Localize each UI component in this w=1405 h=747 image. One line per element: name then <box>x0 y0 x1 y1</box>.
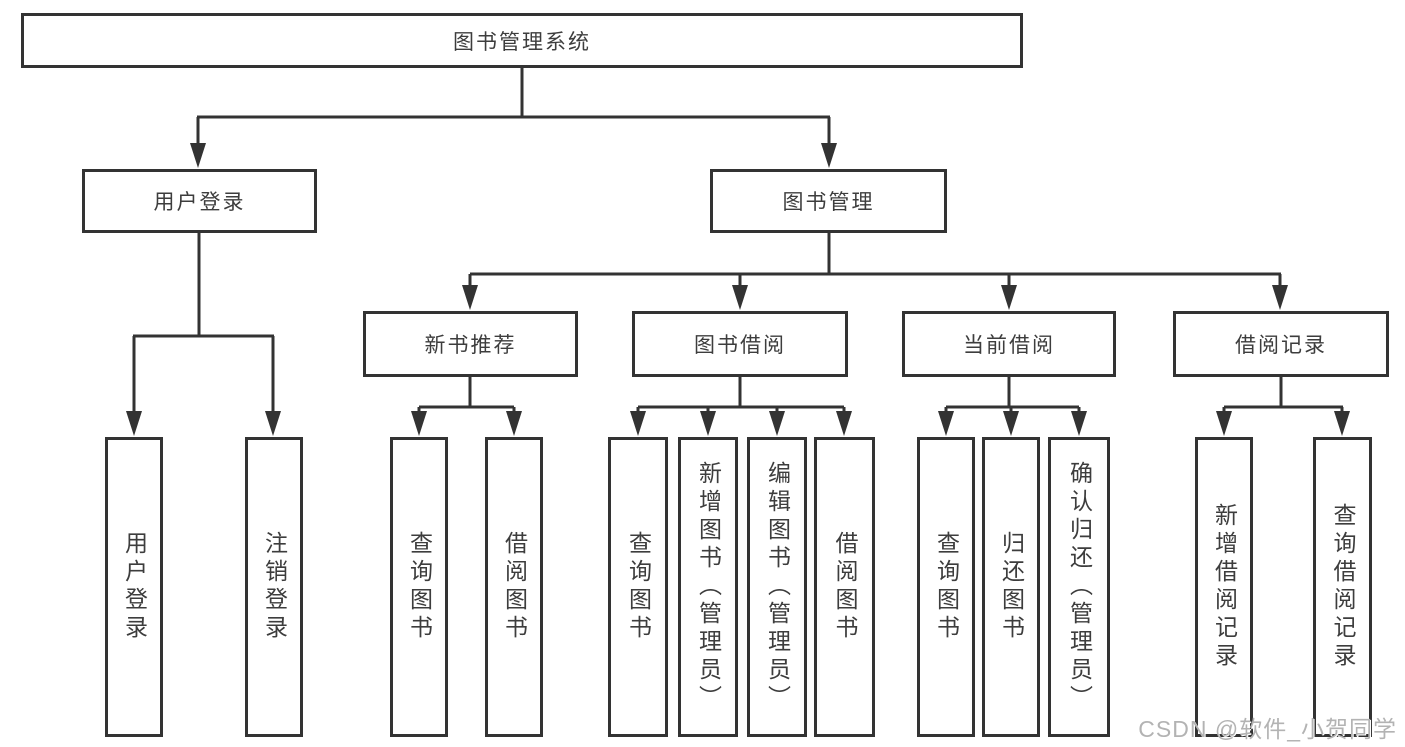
leaf-confirm-return-admin: 确认归还（管理员） <box>1048 437 1110 737</box>
csdn-watermark: CSDN @软件_小贺同学 <box>1138 716 1397 742</box>
leaf-return-books: 归还图书 <box>982 437 1040 737</box>
leaf-current-query-books: 查询图书 <box>917 437 975 737</box>
leaf-edit-books-admin: 编辑图书（管理员） <box>747 437 807 737</box>
leaf-logout: 注销登录 <box>245 437 303 737</box>
node-user-login: 用户登录 <box>82 169 317 233</box>
leaf-borrow-query-books: 查询图书 <box>608 437 668 737</box>
node-book-borrow: 图书借阅 <box>632 311 848 377</box>
node-new-book-recommend: 新书推荐 <box>363 311 578 377</box>
node-current-borrow: 当前借阅 <box>902 311 1116 377</box>
leaf-add-borrow-record: 新增借阅记录 <box>1195 437 1253 737</box>
node-library-management-system: 图书管理系统 <box>21 13 1023 68</box>
node-book-management: 图书管理 <box>710 169 947 233</box>
leaf-user-login: 用户登录 <box>105 437 163 737</box>
node-borrow-records: 借阅记录 <box>1173 311 1389 377</box>
leaf-recommend-borrow-books: 借阅图书 <box>485 437 543 737</box>
leaf-add-books-admin: 新增图书（管理员） <box>678 437 738 737</box>
leaf-recommend-query-books: 查询图书 <box>390 437 448 737</box>
leaf-borrow-books: 借阅图书 <box>814 437 875 737</box>
leaf-query-borrow-record: 查询借阅记录 <box>1313 437 1372 737</box>
